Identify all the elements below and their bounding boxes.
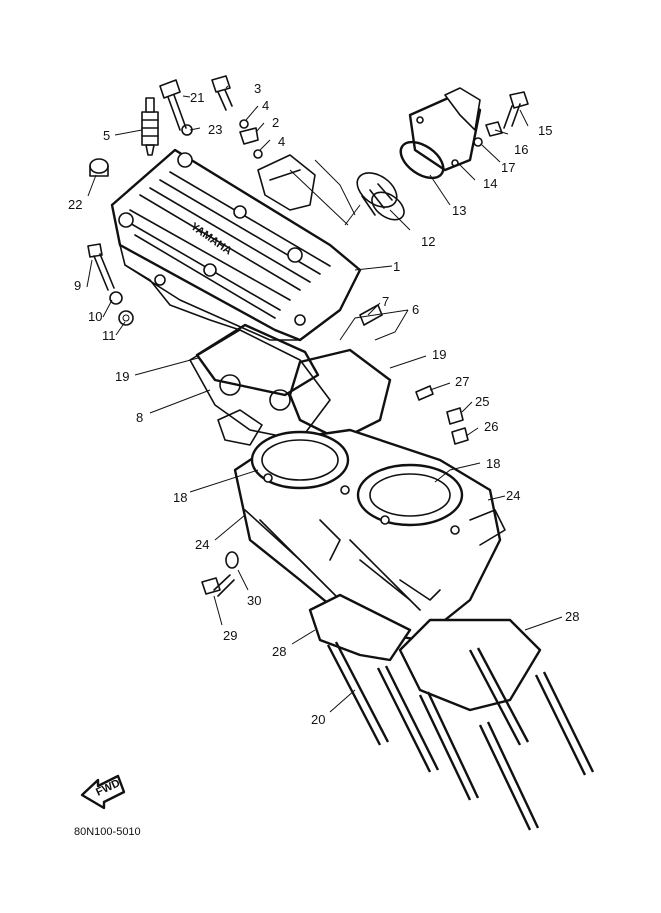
callout-16: 16	[514, 142, 528, 157]
callout-26: 26	[484, 419, 498, 434]
callout-25: 25	[475, 394, 489, 409]
seal-19a	[195, 323, 320, 397]
callout-24b: 24	[506, 488, 520, 503]
thermostat-cover	[408, 87, 482, 172]
callout-11: 11	[102, 328, 116, 343]
callout-27: 27	[455, 374, 469, 389]
callout-17: 17	[501, 160, 515, 175]
nut-16	[485, 121, 503, 137]
plug-25	[446, 407, 464, 425]
washer-10	[109, 291, 123, 305]
washer-30	[225, 551, 239, 569]
callout-19a: 19	[115, 369, 129, 384]
callout-22: 22	[68, 197, 82, 212]
dowel-27	[415, 385, 434, 401]
callout-10: 10	[88, 309, 102, 324]
callout-29: 29	[223, 628, 237, 643]
plug-2	[239, 127, 259, 145]
cylinder-block	[233, 428, 506, 642]
dowel-7	[359, 304, 383, 326]
thermostat-12	[356, 172, 405, 221]
callout-13: 13	[452, 203, 466, 218]
callout-labels: 1 2 3 4 4 5 6 7 8 9 10 11 12 13 14 15 16…	[68, 81, 579, 727]
cylinder-head: YAMAHA	[110, 148, 362, 342]
callout-23: 23	[208, 122, 222, 137]
studs	[326, 641, 595, 831]
callout-21: 21	[190, 90, 204, 105]
fwd-arrow-icon: FWD	[80, 774, 126, 810]
drawing-code: 80N100-5010	[74, 826, 141, 838]
callout-20: 20	[311, 712, 325, 727]
callout-28a: 28	[272, 644, 286, 659]
bolt-9	[87, 243, 115, 291]
callout-8: 8	[136, 410, 143, 425]
nut-26	[451, 427, 469, 445]
base-gasket-28a	[308, 593, 412, 662]
o-ring-4b	[253, 149, 263, 159]
callout-30: 30	[247, 593, 261, 608]
callout-24a: 24	[195, 537, 209, 552]
bolt-21	[159, 79, 187, 131]
head-gasket	[189, 329, 331, 446]
o-ring-4a	[239, 119, 249, 129]
callout-14: 14	[483, 176, 497, 191]
callout-28b: 28	[565, 609, 579, 624]
cap-22	[89, 158, 109, 177]
spark-plug	[141, 97, 159, 156]
bolt-15	[503, 91, 529, 129]
callout-7: 7	[382, 294, 389, 309]
nut-11	[118, 310, 134, 326]
seal-19b	[288, 348, 392, 442]
callout-19b: 19	[432, 347, 446, 362]
leader-lines	[86, 85, 563, 713]
callout-1: 1	[393, 259, 400, 274]
callout-4a: 4	[262, 98, 269, 113]
bolt-3	[211, 75, 233, 111]
callout-6: 6	[412, 302, 419, 317]
washer-17	[473, 137, 483, 147]
callout-9: 9	[74, 278, 81, 293]
callout-18b: 18	[486, 456, 500, 471]
callout-18a: 18	[173, 490, 187, 505]
gasket-13	[399, 140, 445, 180]
callout-3: 3	[254, 81, 261, 96]
callout-4b: 4	[278, 134, 285, 149]
callout-2: 2	[272, 115, 279, 130]
callout-12: 12	[421, 234, 435, 249]
callout-5: 5	[103, 128, 110, 143]
bolt-29	[201, 574, 235, 597]
callout-15: 15	[538, 123, 552, 138]
